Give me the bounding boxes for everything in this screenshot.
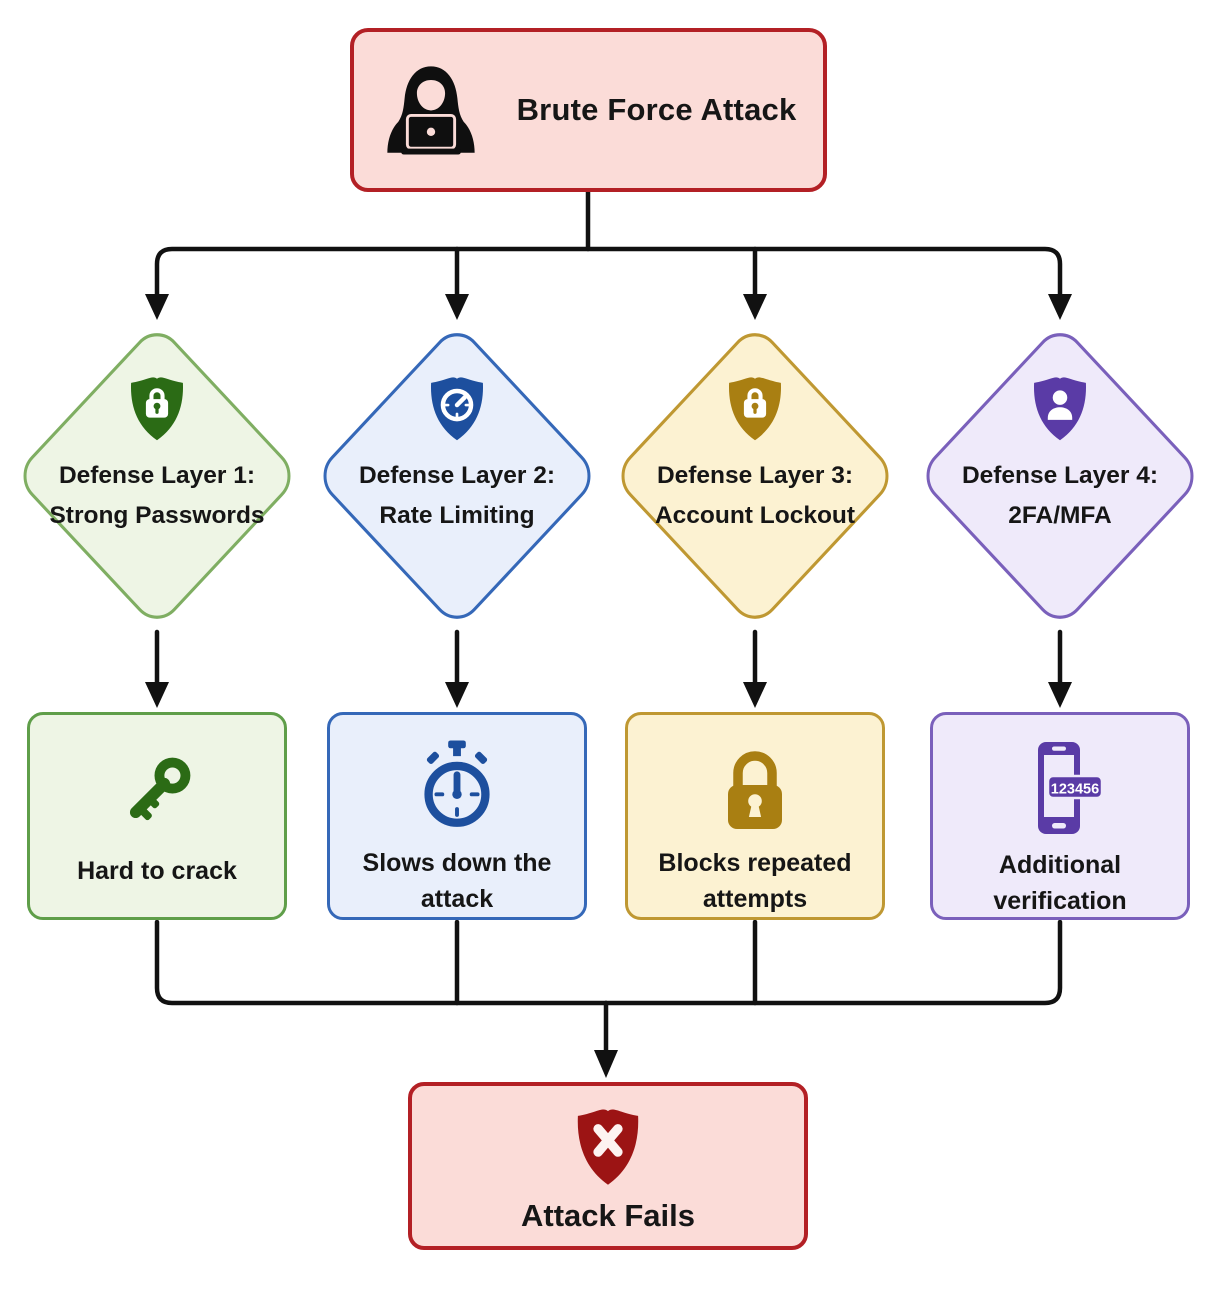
diamond-title-line2: Strong Passwords bbox=[49, 502, 265, 529]
attack-node: Brute Force Attack bbox=[350, 28, 827, 192]
attack-fails-node: Attack Fails bbox=[408, 1082, 808, 1250]
padlock-icon bbox=[705, 735, 805, 839]
shield-person-icon bbox=[1023, 368, 1097, 448]
result-label: Blocks repeated attempts bbox=[658, 849, 852, 913]
result-label: Hard to crack bbox=[77, 857, 237, 885]
shield-lock-icon bbox=[718, 368, 792, 448]
hacker-at-laptop-icon bbox=[381, 62, 481, 158]
diamond-title-line1: Defense Layer 3: bbox=[656, 462, 854, 489]
result-box-blocks-attempts: Blocks repeated attempts bbox=[625, 712, 885, 920]
shield-lock-icon bbox=[120, 368, 194, 448]
result-box-hard-to-crack: Hard to crack bbox=[27, 712, 287, 920]
diamond-title-line2: 2FA/MFA bbox=[1008, 502, 1112, 529]
diamond-title-line1: Defense Layer 1: bbox=[58, 462, 256, 489]
key-icon bbox=[105, 735, 209, 847]
otp-code-text: 123456 bbox=[1051, 782, 1099, 798]
result-box-slows-down: Slows down the attack bbox=[327, 712, 587, 920]
diamond-title-line2: Account Lockout bbox=[654, 502, 856, 529]
phone-otp-icon: 123456 bbox=[1008, 735, 1112, 841]
attack-node-label: Brute Force Attack bbox=[516, 92, 797, 127]
diamond-title-line2: Rate Limiting bbox=[379, 502, 535, 529]
result-label: Slows down the attack bbox=[362, 849, 552, 913]
defense-layer-2-diamond: Defense Layer 2: Rate Limiting bbox=[312, 321, 602, 631]
defense-layer-3-diamond: Defense Layer 3: Account Lockout bbox=[610, 321, 900, 631]
result-label: Additional verification bbox=[993, 851, 1127, 915]
defense-layer-1-diamond: Defense Layer 1: Strong Passwords bbox=[12, 321, 302, 631]
result-box-additional-verification: 123456 Additional verification bbox=[930, 712, 1190, 920]
diamond-title-line1: Defense Layer 2: bbox=[358, 462, 556, 489]
shield-x-icon bbox=[565, 1102, 651, 1190]
defense-layer-4-diamond: Defense Layer 4: 2FA/MFA bbox=[915, 321, 1205, 631]
stopwatch-icon bbox=[408, 735, 506, 839]
diamond-title-line1: Defense Layer 4: bbox=[961, 462, 1159, 489]
fail-node-label: Attack Fails bbox=[520, 1198, 695, 1233]
shield-gauge-icon bbox=[420, 368, 494, 448]
